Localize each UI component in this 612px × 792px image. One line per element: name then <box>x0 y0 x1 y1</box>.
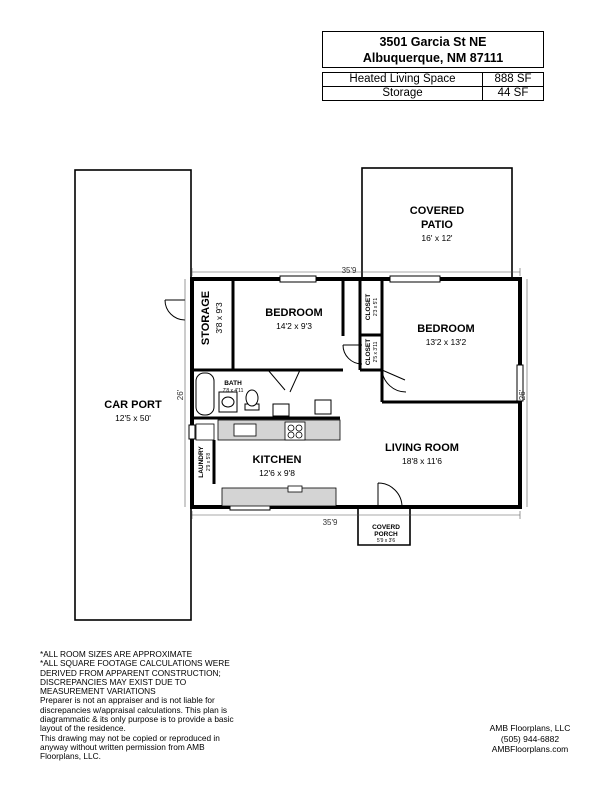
note-line: DERIVED FROM APPARENT CONSTRUCTION; <box>40 667 221 678</box>
patio-name-1: COVERED <box>410 205 464 217</box>
company-info: AMB Floorplans, LLC (505) 944-6882 AMBFl… <box>470 723 590 755</box>
area-label: Storage <box>322 86 483 101</box>
dim-left: 26' <box>176 389 185 400</box>
note-line: *ALL ROOM SIZES ARE APPROXIMATE <box>40 649 193 659</box>
bath-name: BATH <box>224 380 242 387</box>
note-line: DISCREPANCIES MAY EXIST DUE TO <box>40 676 187 687</box>
dim-top: 35'9 <box>342 266 357 275</box>
bath-fixtures <box>195 372 332 417</box>
note-line: discrepancies w/appraisal calculations. … <box>40 704 228 715</box>
dimension-labels: 35'9 35'9 26' 26' <box>176 266 527 527</box>
kitchen-size: 12'6 x 9'8 <box>259 468 295 478</box>
kitchen-counters <box>195 419 341 507</box>
storage-size: 3'8 x 9'3 <box>214 302 224 333</box>
porch-size: 5'9 x 3'6 <box>377 538 396 544</box>
dim-bottom: 35'9 <box>323 518 338 527</box>
company-name: AMB Floorplans, LLC <box>489 723 571 733</box>
closet1-size: 2'3 x 5'1 <box>373 298 379 317</box>
table-row: Storage 44 SF <box>322 86 544 101</box>
company-phone: (505) 944-6882 <box>500 733 560 744</box>
note-line: This drawing may not be copied or reprod… <box>40 732 220 743</box>
address-city: Albuquerque, NM 87111 <box>362 51 504 65</box>
dimension-lines <box>184 268 528 519</box>
closet1-name: CLOSET <box>365 294 372 320</box>
storage-name: STORAGE <box>200 291 212 345</box>
patio-size: 16' x 12' <box>421 233 453 243</box>
carport-size: 12'5 x 50' <box>115 413 151 423</box>
address-street: 3501 Garcia St NE <box>379 35 487 49</box>
bedroom1-size: 14'2 x 9'3 <box>276 321 312 331</box>
company-website: AMBFloorplans.com <box>491 744 569 754</box>
living-name: LIVING ROOM <box>385 442 459 454</box>
bedroom1-name: BEDROOM <box>265 307 322 319</box>
covered-porch <box>357 507 411 546</box>
note-line: Floorplans, LLC. <box>40 751 101 762</box>
doors <box>164 299 407 508</box>
note-line: anyway without written permission from A… <box>40 741 205 752</box>
patio-name-2: PATIO <box>421 219 453 231</box>
carport-outline <box>74 169 192 621</box>
note-line: Preparer is not an appraiser and is not … <box>40 695 215 706</box>
closet2-name: CLOSET <box>365 339 372 365</box>
disclaimer-notes: *ALL ROOM SIZES ARE APPROXIMATE *ALL SQU… <box>40 649 280 762</box>
area-value: 44 SF <box>482 86 544 101</box>
bath-size: 7'8 x 4'11 <box>223 388 244 394</box>
porch-name-1: COVERD <box>372 524 400 531</box>
note-line: layout of the residence. <box>40 723 126 734</box>
note-line: MEASUREMENT VARIATIONS <box>40 686 156 697</box>
note-line: diagrammatic & its only purpose is to pr… <box>40 714 234 725</box>
bedroom2-size: 13'2 x 13'2 <box>426 337 467 347</box>
note-line: *ALL SQUARE FOOTAGE CALCULATIONS WERE <box>40 658 230 669</box>
porch-name-2: PORCH <box>374 531 398 538</box>
laundry-size: 2'9 x 5'8 <box>206 453 212 472</box>
kitchen-name: KITCHEN <box>253 454 302 466</box>
dim-right: 26' <box>518 389 527 400</box>
exterior-walls <box>190 277 522 509</box>
address-box: 3501 Garcia St NE Albuquerque, NM 87111 <box>322 31 544 68</box>
square-footage-table: Heated Living Space 888 SF Storage 44 SF <box>322 72 544 101</box>
bedroom2-name: BEDROOM <box>417 323 474 335</box>
carport-name: CAR PORT <box>104 399 162 411</box>
living-size: 18'8 x 11'6 <box>402 456 442 466</box>
closet2-size: 2'5 x 3'11 <box>373 341 379 362</box>
laundry-name: LAUNDRY <box>198 446 205 478</box>
